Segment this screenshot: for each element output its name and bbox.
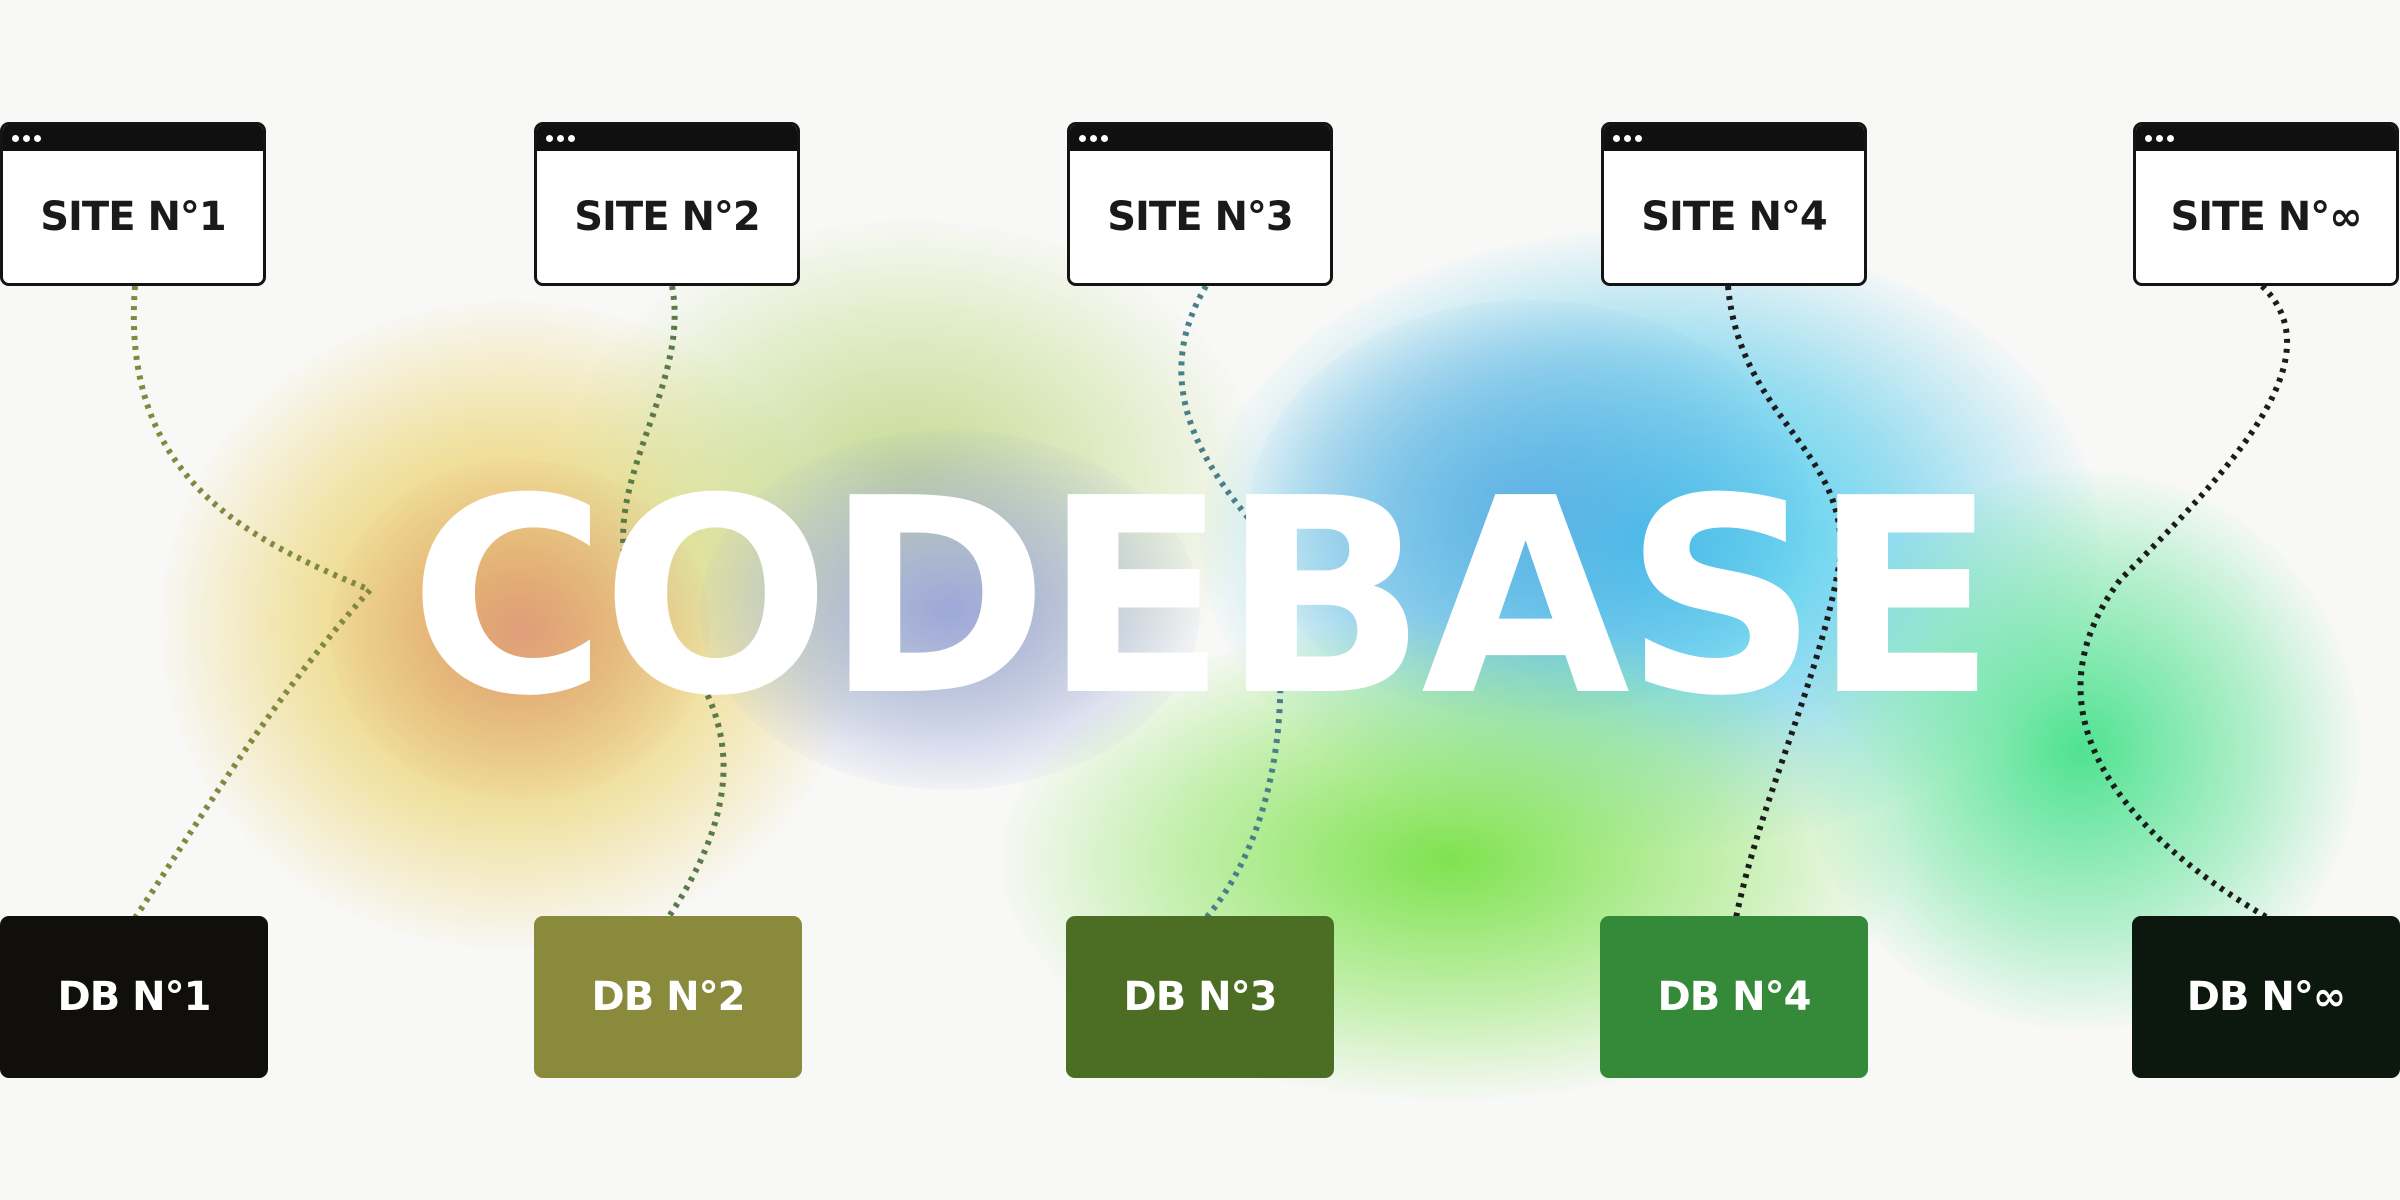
database-block-3: DB N°3 [1066,916,1334,1078]
window-dot-icon [23,134,30,142]
site-label: SITE N°3 [1107,194,1294,240]
window-dot-icon [1101,134,1108,142]
window-dot-icon [2167,134,2174,142]
window-titlebar [2136,125,2396,151]
site-window-5: SITE N°∞ [2133,122,2399,286]
connector-2 [620,285,727,920]
window-dot-icon [1613,134,1620,142]
site-window-3: SITE N°3 [1067,122,1333,286]
window-dot-icon [568,134,575,142]
database-block-5: DB N°∞ [2132,916,2400,1078]
codebase-title: CODEBASE [409,440,1997,755]
window-dot-icon [1624,134,1631,142]
window-dot-icon [1079,134,1086,142]
window-dot-icon [557,134,564,142]
window-dot-icon [546,134,553,142]
window-dot-icon [2145,134,2152,142]
connector-4 [1725,285,1844,919]
site-window-2: SITE N°2 [534,122,800,286]
database-block-4: DB N°4 [1600,916,1868,1078]
site-label: SITE N°∞ [2170,194,2362,240]
window-titlebar [1070,125,1330,151]
window-titlebar [1604,125,1864,151]
gradient-glow-salmon [330,460,710,800]
site-window-1: SITE N°1 [0,122,266,286]
site-label: SITE N°2 [574,194,761,240]
window-titlebar [3,125,263,151]
database-block-1: DB N°1 [0,916,268,1078]
connector-5 [2077,283,2290,921]
window-dot-icon [1635,134,1642,142]
window-titlebar [537,125,797,151]
window-dot-icon [34,134,41,142]
window-dot-icon [1090,134,1097,142]
site-window-4: SITE N°4 [1601,122,1867,286]
window-dot-icon [12,134,19,142]
window-dot-icon [2156,134,2163,142]
connector-1 [130,285,376,920]
database-block-2: DB N°2 [534,916,802,1078]
site-label: SITE N°4 [1641,194,1828,240]
site-label: SITE N°1 [40,194,227,240]
